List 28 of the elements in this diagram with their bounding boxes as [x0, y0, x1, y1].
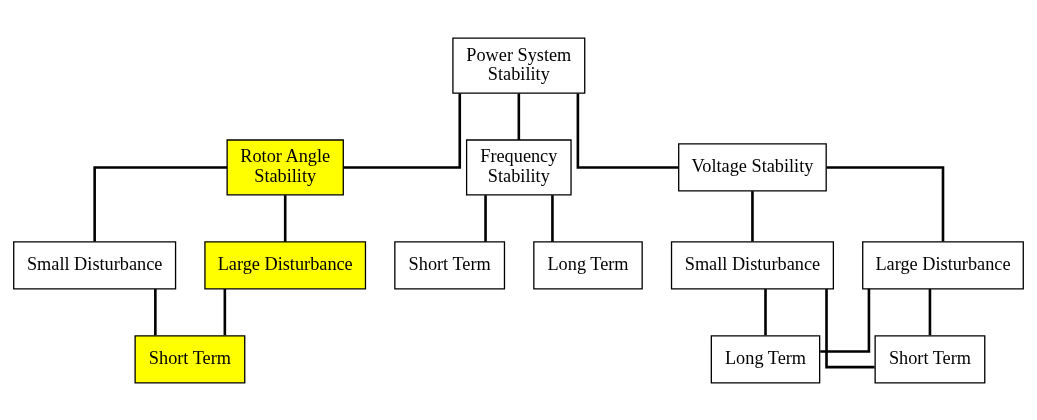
connector — [928, 288, 932, 335]
node-box: Small Disturbance — [13, 240, 177, 289]
node-box: Long Term — [533, 240, 643, 289]
connector — [517, 92, 521, 140]
node-box: Short Term — [874, 334, 986, 383]
node-box: Voltage Stability — [678, 142, 827, 192]
connector — [343, 92, 462, 169]
node-box: Large Disturbance — [862, 240, 1024, 289]
connector — [576, 92, 679, 169]
node-box: Small Disturbance — [670, 240, 835, 289]
connector — [820, 288, 871, 353]
node-box: Large Disturbance — [204, 240, 367, 289]
connector — [826, 165, 945, 242]
connector — [751, 190, 754, 241]
connector — [825, 288, 875, 368]
connector — [764, 288, 767, 335]
connector — [93, 165, 227, 242]
connector — [551, 194, 554, 242]
connector — [223, 288, 227, 335]
node-box: Frequency Stability — [465, 138, 572, 195]
node-box: Short Term — [134, 334, 246, 383]
connector — [283, 194, 287, 242]
node-box: Power System Stability — [452, 37, 586, 94]
node-box: Long Term — [710, 334, 821, 383]
connector — [154, 288, 157, 335]
node-box: Rotor Angle Stability — [226, 138, 344, 195]
node-box: Short Term — [394, 240, 506, 289]
connector — [484, 194, 487, 242]
